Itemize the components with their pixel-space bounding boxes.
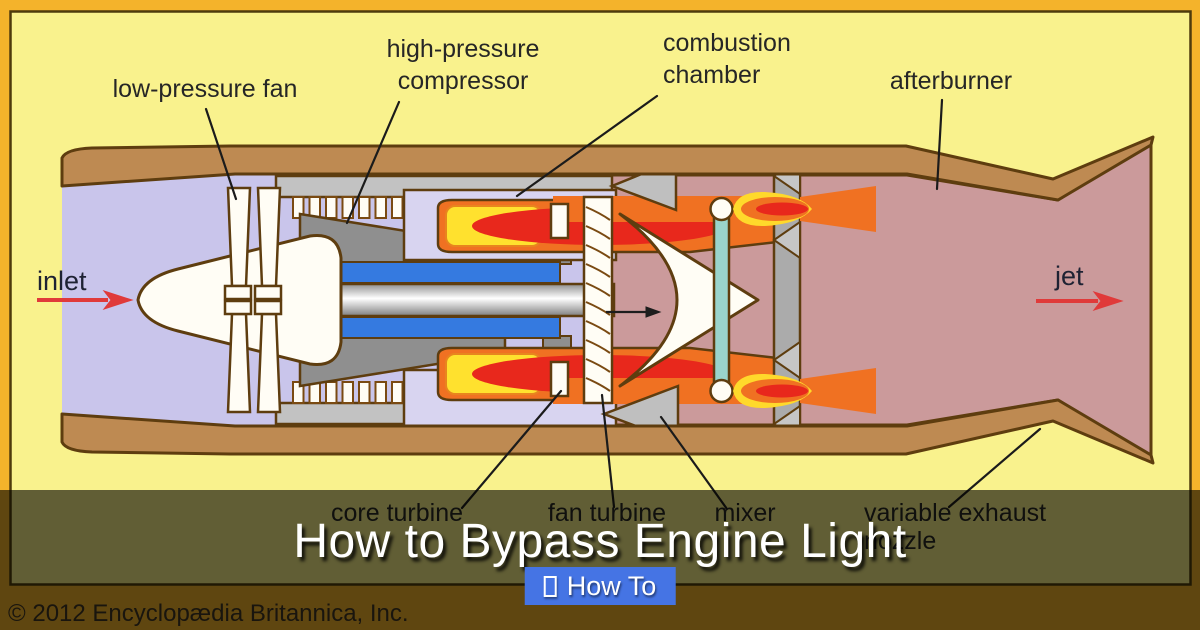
label-high-pressure-compressor-line1: high-pressure bbox=[387, 35, 540, 63]
fan-turbine-column bbox=[582, 195, 614, 405]
drive-shaft bbox=[336, 282, 616, 318]
fuel-spray-bar bbox=[709, 196, 734, 404]
jet-arrow-icon bbox=[1036, 291, 1124, 311]
label-afterburner: afterburner bbox=[890, 67, 1012, 95]
how-to-button[interactable]: How To bbox=[524, 567, 676, 605]
engine-cutaway bbox=[60, 135, 1155, 465]
afterburner-flame-bottom bbox=[733, 368, 876, 414]
afterburner-flame-top bbox=[733, 186, 876, 232]
label-low-pressure-fan: low-pressure fan bbox=[113, 75, 298, 103]
flow-arrow-icon bbox=[606, 306, 662, 318]
inlet-arrow-icon bbox=[37, 290, 134, 310]
casing-bottom bbox=[60, 398, 1155, 465]
label-high-pressure-compressor-line2: compressor bbox=[398, 67, 529, 95]
tail-cone bbox=[618, 212, 760, 388]
label-combustion-chamber-line2: chamber bbox=[663, 61, 760, 89]
bottom-shade-overlay bbox=[0, 490, 1200, 630]
label-jet: jet bbox=[1054, 261, 1084, 291]
leader-lines bbox=[204, 94, 1042, 511]
core-turbine-top bbox=[549, 202, 570, 240]
compressor-stators bbox=[292, 196, 404, 404]
core-turbine-bottom bbox=[549, 360, 570, 398]
card-title: How to Bypass Engine Light bbox=[293, 515, 907, 568]
fan-blades bbox=[223, 186, 283, 414]
casing-top bbox=[60, 135, 1155, 202]
label-inlet: inlet bbox=[37, 266, 87, 296]
missing-glyph-icon bbox=[543, 575, 557, 597]
label-combustion-chamber-line1: combustion bbox=[663, 29, 791, 57]
how-to-button-label: How To bbox=[566, 570, 657, 601]
